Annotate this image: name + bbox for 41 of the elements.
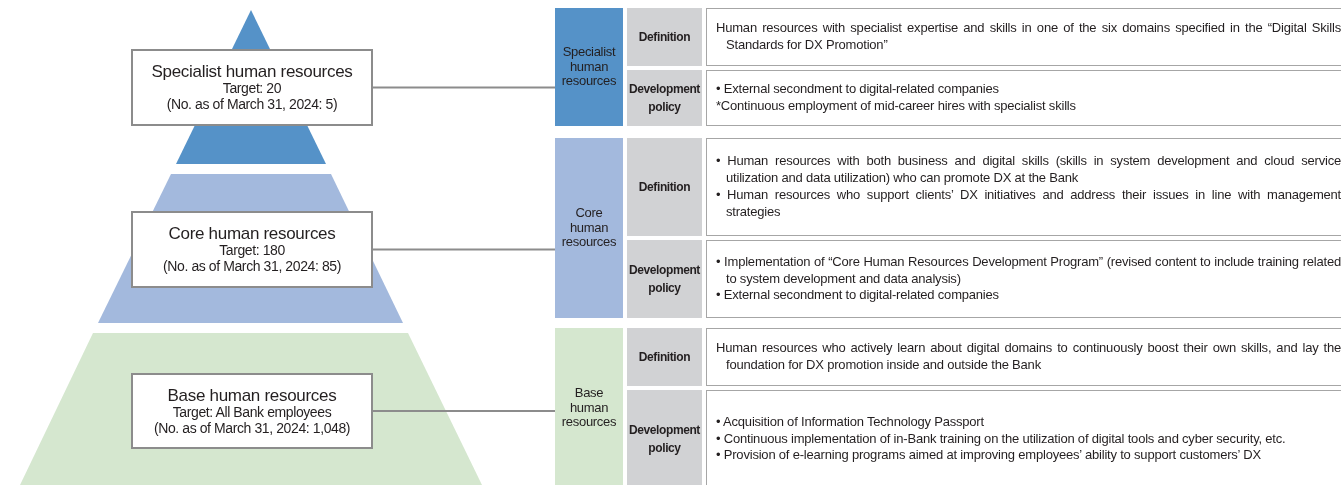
tier-detail: Target: 20 <box>222 81 282 97</box>
description-text: • Acquisition of Information Technology Passport <box>716 413 985 431</box>
description-cell <box>706 390 1341 485</box>
description-cell <box>706 8 1341 66</box>
description-text: • External secondment to digital-related companies <box>716 287 1000 305</box>
connector-line <box>372 86 556 89</box>
tier-detail: (No. as of March 31, 2024: 85) <box>163 259 341 275</box>
description-text: • Provision of e-learning programs aimed at improving employees’ ability to support customers’ DX <box>716 447 1262 465</box>
tier-detail: Target: All Bank employees <box>172 404 332 421</box>
description-cell <box>706 70 1341 126</box>
connector-line <box>372 410 556 412</box>
description-text: *Continuous employment of mid-career hires with specialist skills <box>716 98 1077 115</box>
tier-label-box <box>131 211 373 288</box>
tier-title: Core human resources <box>168 224 336 244</box>
description-cell <box>706 240 1341 318</box>
description-text: • Continuous implementation of in-Bank training on the utilization of digital tools and cyber security, etc. <box>716 430 1287 448</box>
description-text: • Human resources who support clients’ DX initiatives and address their issues in line with management strategies <box>716 187 1341 221</box>
tier-detail: (No. as of March 31, 2024: 5) <box>166 97 338 113</box>
header-cell: Development policy <box>627 390 702 485</box>
header-cell: Definition <box>627 138 702 236</box>
category-cell: Specialist human resources <box>555 8 623 126</box>
description-cell <box>706 328 1341 386</box>
description-text: Human resources who actively learn about digital domains to continuously boost their own skills, and lay the foundation for DX promotion inside and outside the Bank <box>716 340 1341 374</box>
description-text: • Human resources with both business and digital skills (skills in system development and cloud service utilization and data utilization) who can promote DX at the Bank <box>716 153 1341 187</box>
header-cell: Development policy <box>627 70 702 126</box>
category-cell: Core human resources <box>555 138 623 318</box>
header-cell: Development policy <box>627 240 702 318</box>
description-text: • External secondment to digital-related companies <box>716 81 1000 98</box>
description-text: • Implementation of “Core Human Resources Development Program” (revised content to include training related to system development and data analysis) <box>716 253 1341 288</box>
description-text: Human resources with specialist expertise and skills in one of the six domains specified in the “Digital Skills Standards for DX Promotion” <box>716 20 1341 54</box>
tier-title: Base human resources <box>167 385 337 405</box>
header-cell: Definition <box>627 328 702 386</box>
category-cell: Base human resources <box>555 328 623 485</box>
tier-detail: (No. as of March 31, 2024: 1,048) <box>153 420 351 437</box>
tier-label-box <box>131 49 373 126</box>
connector-line <box>372 248 556 251</box>
tier-label-box <box>131 373 373 449</box>
description-cell <box>706 138 1341 236</box>
tier-title: Specialist human resources <box>151 62 353 82</box>
tier-detail: Target: 180 <box>219 243 285 259</box>
header-cell: Definition <box>627 8 702 66</box>
